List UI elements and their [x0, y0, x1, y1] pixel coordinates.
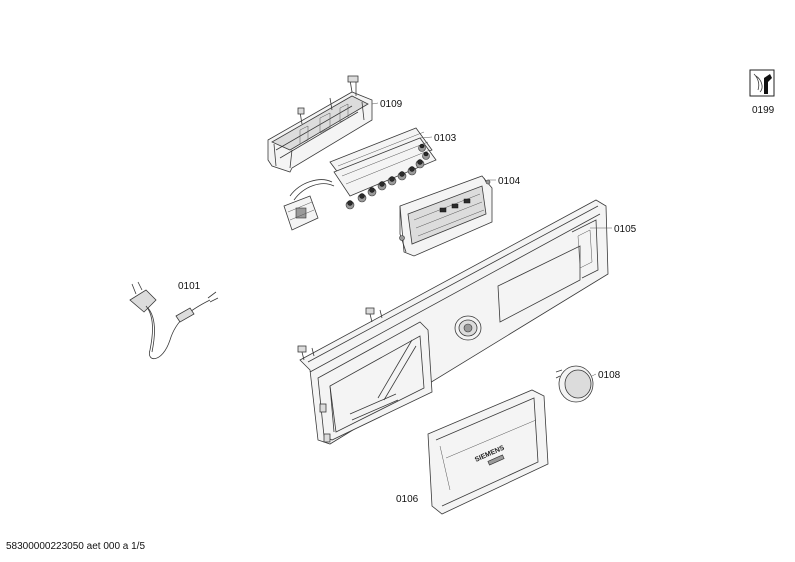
label-0104: 0104: [498, 176, 521, 187]
label-0106: 0106: [396, 494, 419, 505]
part-0108-round-cap[interactable]: [555, 365, 594, 403]
part-0109-control-frame[interactable]: [267, 75, 373, 173]
label-0199: 0199: [752, 105, 775, 116]
label-0105: 0105: [614, 224, 637, 235]
knobs-row: [345, 143, 430, 210]
label-0109: 0109: [380, 99, 403, 110]
label-0108: 0108: [598, 370, 621, 381]
part-0106-drawer-front[interactable]: SIEMENS: [427, 389, 549, 515]
leader-lines: [371, 102, 612, 377]
part-0101-power-cable[interactable]: [129, 281, 219, 359]
wrench-icon: [749, 69, 775, 97]
part-0104-display-board[interactable]: [399, 175, 493, 257]
part-0103-electronic-module[interactable]: [283, 127, 437, 231]
document-footer: 58300000223050 aet 000 a 1/5: [6, 541, 146, 552]
label-0103: 0103: [434, 133, 457, 144]
selector-knob: [454, 315, 482, 341]
label-0101: 0101: [178, 281, 201, 292]
part-0105-fascia-panel[interactable]: [297, 199, 609, 445]
